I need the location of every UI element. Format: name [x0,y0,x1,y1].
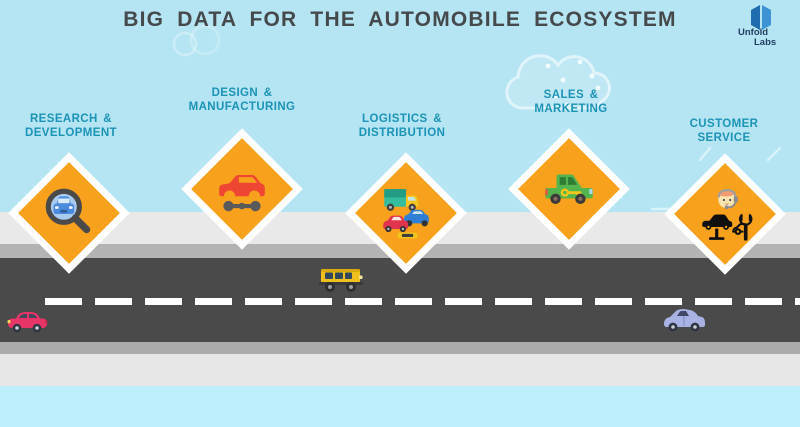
grass-strip [0,386,800,427]
stage-label-customer-service: CUSTOMER SERVICE [690,117,759,145]
label-line: DEVELOPMENT [25,127,117,139]
stage-label-design-manufacturing: DESIGN & MANUFACTURING [189,86,296,114]
car-chassis-assembly-icon [219,175,265,212]
label-line: LOGISTICS & [362,113,442,125]
blue-car-icon [664,309,705,332]
delivery-truck-cars-icon [383,189,429,239]
label-line: MARKETING [534,103,608,115]
label-line: SALES & [543,89,599,101]
logo-text-line2: Labs [754,37,777,48]
label-line: DESIGN & [211,87,273,99]
yellow-jeep-icon [319,269,363,292]
stage-label-research-development: RESEARCH & DEVELOPMENT [25,112,117,140]
label-line: SERVICE [697,132,751,144]
sidewalk-lower [0,354,800,386]
label-line: DISTRIBUTION [358,127,446,139]
curb-lower [0,342,800,354]
label-line: RESEARCH & [29,113,113,125]
label-line: CUSTOMER [689,118,759,130]
label-line: MANUFACTURING [188,101,296,113]
support-agent-repair-icon [702,189,753,241]
stage-label-logistics-distribution: LOGISTICS & DISTRIBUTION [359,112,446,140]
road-center-dashed-line [45,298,800,305]
unfoldlabs-cube-icon [751,5,771,30]
magnifier-car-icon [45,188,91,234]
unfoldlabs-logo: Unfold Labs [732,4,790,48]
page-title: BIG DATA FOR THE AUTOMOBILE ECOSYSTEM [123,8,677,31]
stage-label-sales-marketing: SALES & MARKETING [534,88,607,116]
pink-car-icon [7,312,48,333]
logo-text-line1: Unfold [738,27,769,38]
pickup-with-key-icon [545,174,593,205]
